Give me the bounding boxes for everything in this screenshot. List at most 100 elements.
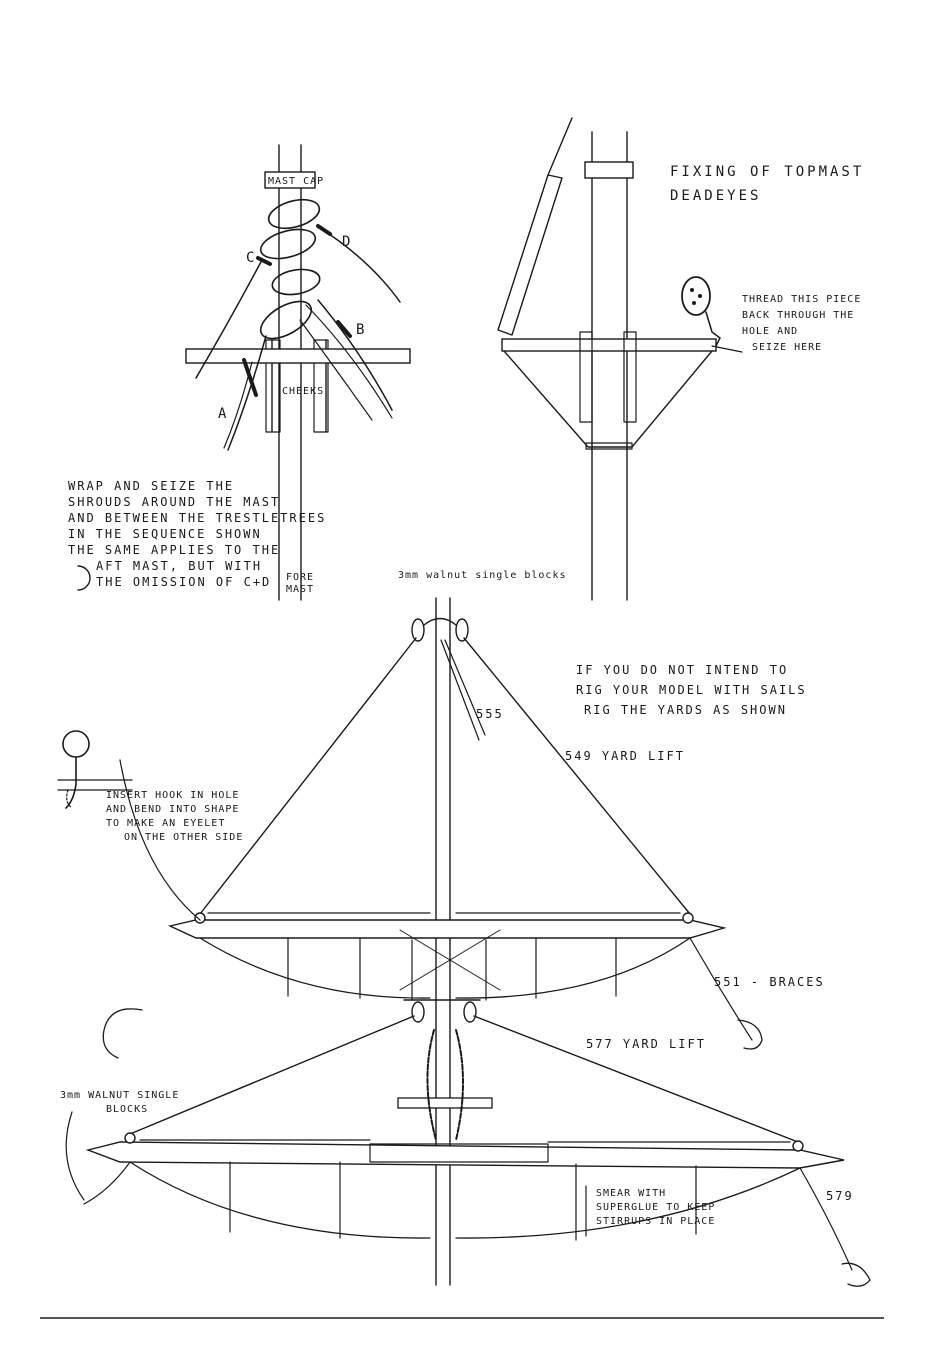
lower-footrope-right — [455, 1167, 801, 1239]
callout-579: 579 — [826, 1189, 854, 1203]
lower-yard-block-left — [124, 1132, 136, 1144]
shroud-label-c: C — [246, 250, 257, 266]
deadeye — [681, 276, 711, 316]
top-block-left — [411, 618, 425, 642]
upper-yard-lift-left — [199, 637, 417, 915]
masthead-note-line: WRAP AND SEIZE THE — [68, 479, 234, 493]
masthead-note-line: SHROUDS AROUND THE MAST — [68, 495, 280, 509]
hook-note-line: TO MAKE AN EYELET — [106, 818, 225, 829]
lower-top-bar — [397, 1097, 493, 1109]
line-555 — [444, 639, 486, 736]
cheek2-left — [579, 331, 593, 423]
deadeye-strop — [705, 311, 721, 347]
hand-sketch-right — [737, 1019, 763, 1050]
lower-yard — [85, 1141, 845, 1169]
line-555-b — [440, 639, 480, 741]
seize-here-pointer — [711, 345, 743, 353]
masthead-note-line: IN THE SEQUENCE SHOWN — [68, 527, 262, 541]
masthead-note-line: THE OMISSION OF C+D — [96, 575, 271, 589]
upper-yard-block-left — [194, 912, 206, 924]
seizing-a — [242, 358, 258, 397]
cheeks-label: CHEEKS — [282, 386, 324, 397]
shroud-line-b — [317, 299, 393, 411]
inset-hook — [65, 757, 77, 809]
yard-lift-549-label: 549 YARD LIFT — [565, 749, 685, 763]
lower-yard-lift-right — [473, 1015, 799, 1143]
brace-551 — [689, 937, 753, 1041]
lower-top-block-left — [411, 1001, 425, 1023]
trestletree-bar — [185, 348, 411, 364]
fore-mast-label-line2: MAST — [286, 584, 314, 595]
shroud-loop-a — [259, 300, 313, 340]
block-strop — [423, 617, 457, 626]
top-block-right — [455, 618, 469, 642]
hand-sketch-lower — [841, 1262, 871, 1287]
mast-cap-2 — [584, 161, 634, 179]
shroud-line-d — [319, 227, 401, 303]
masthead-shrouds-figure: MAST CAP CHEEKS A B C D FORE MAST WRAP A… — [68, 144, 411, 601]
brace-579 — [799, 1167, 853, 1271]
hook-note-line: AND BEND INTO SHAPE — [106, 804, 239, 815]
futtock-band — [585, 442, 633, 450]
superglue-note-line: STIRRUPS IN PLACE — [596, 1216, 715, 1227]
cheek2-right — [623, 331, 637, 423]
shroud-line-a — [227, 335, 267, 451]
sling-chain-left — [426, 1029, 437, 1141]
deadeyes-note-line: BACK THROUGH THE — [742, 310, 854, 321]
masthead-note-line: THE SAME APPLIES TO THE — [68, 543, 280, 557]
inset-eyelet — [62, 730, 90, 758]
sling-chain-right — [455, 1029, 464, 1141]
shroud-label-b: B — [356, 322, 367, 338]
blocks-callout-curve — [65, 1111, 85, 1201]
lower-brace-left — [83, 1161, 131, 1205]
cheek-left — [265, 339, 281, 433]
hand-sketch-left — [102, 1008, 143, 1059]
seizing-c — [256, 256, 272, 266]
shroud-loop-b — [271, 268, 321, 296]
lower-top-block-right — [463, 1001, 477, 1023]
shroud-loop-d — [267, 198, 321, 230]
mast-cap-label: MAST CAP — [268, 176, 324, 187]
blocks-top-label: 3mm walnut single blocks — [398, 570, 567, 581]
topmast-deadeyes-figure: FIXING OF TOPMAST DEADEYES THREAD THIS P… — [497, 117, 861, 601]
upper-yard — [167, 919, 727, 939]
shroud-label-a: A — [218, 406, 229, 422]
mast-cap — [264, 171, 316, 189]
yard-lift-577-label: 577 YARD LIFT — [586, 1037, 706, 1051]
blocks-lower-label-line1: 3mm WALNUT SINGLE — [60, 1090, 179, 1101]
shroud-label-d: D — [342, 234, 353, 250]
superglue-note-line: SMEAR WITH — [596, 1188, 666, 1199]
shroud-line-c — [195, 259, 263, 379]
superglue-note-line: SUPERGLUE TO KEEP — [596, 1202, 715, 1213]
masthead-note-line: AND BETWEEN THE TRESTLETREES — [68, 511, 326, 525]
yards-intro-line: IF YOU DO NOT INTEND TO — [576, 663, 788, 677]
note-bracket-mark — [77, 565, 91, 591]
braces-551-label: 551 - BRACES — [714, 975, 825, 989]
deadeye-hole — [690, 288, 694, 292]
upper-footrope-right — [455, 937, 691, 999]
lower-footrope-left — [129, 1161, 431, 1239]
masthead-note-line: AFT MAST, BUT WITH — [96, 559, 262, 573]
seizing-b — [336, 320, 352, 338]
brace-cross — [399, 929, 501, 991]
seizing-d — [316, 224, 332, 236]
upper-footrope-left — [199, 937, 431, 999]
shroud-upper-line — [547, 117, 573, 176]
deadeyes-note-line: SEIZE HERE — [752, 342, 822, 353]
brace-upper-left — [119, 759, 201, 921]
upper-yard-lift-right — [463, 637, 691, 915]
lower-yard-centre — [369, 1143, 549, 1163]
inset-hook-hidden — [66, 789, 73, 809]
deadeye-hole — [692, 301, 696, 305]
fore-mast-label-line1: FORE — [286, 572, 314, 583]
lower-yard-lift-left — [129, 1015, 415, 1135]
upper-yard-block-right — [682, 912, 694, 924]
deadeyes-title-line2: DEADEYES — [670, 188, 761, 204]
futtock-shrouds — [503, 350, 713, 448]
yards-intro-line: RIG YOUR MODEL WITH SAILS — [576, 683, 807, 697]
callout-555: 555 — [476, 707, 504, 721]
top-platform-bar — [501, 338, 717, 352]
shroud-line-b2 — [305, 304, 393, 419]
hook-inset — [57, 730, 133, 809]
